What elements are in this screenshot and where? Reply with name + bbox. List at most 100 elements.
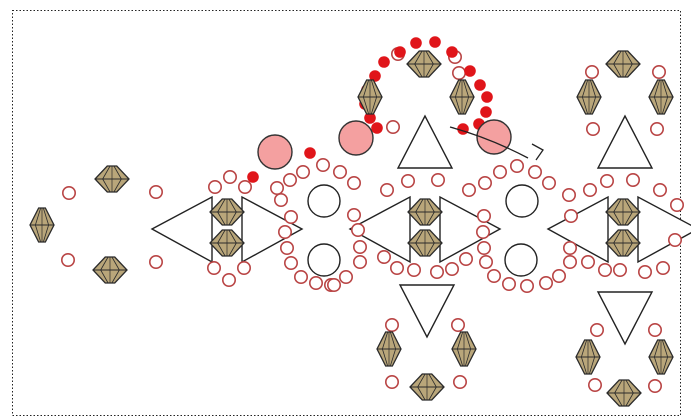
bicone-facet — [389, 331, 396, 350]
bicone-facet — [217, 229, 226, 244]
crystal-bicone — [451, 331, 477, 367]
seed-bead — [273, 193, 288, 208]
crystal-bicone — [407, 229, 443, 257]
crystal-bicone — [209, 229, 245, 257]
seed-bead — [476, 241, 491, 256]
thread-arrow-path — [449, 126, 529, 159]
crystal-bicone — [576, 79, 602, 115]
bicone-facet — [426, 198, 435, 213]
triangle-bead — [596, 114, 654, 169]
seed-bead — [295, 165, 310, 180]
bicone-facet — [661, 96, 668, 115]
highlighted-seed-bead — [371, 122, 383, 134]
bicone-facet — [625, 392, 634, 407]
bicone-facet — [661, 79, 668, 98]
triangle-bead — [439, 195, 502, 264]
seed-bead — [649, 122, 664, 137]
bicone-facet — [654, 96, 661, 115]
bicone-facet — [425, 63, 434, 78]
seed-bead — [222, 272, 237, 287]
bicone-facet — [624, 50, 633, 65]
bicone-facet — [100, 269, 109, 284]
seed-bead — [458, 252, 473, 267]
seed-bead — [652, 183, 667, 198]
bicone-facet — [42, 207, 49, 226]
highlighted-seed-bead — [481, 91, 493, 103]
bicone-facet — [613, 242, 622, 257]
bicone-facet — [370, 96, 377, 115]
crystal-bicone — [357, 79, 383, 115]
crystal-bicone — [606, 379, 642, 407]
highlighted-seed-bead — [364, 112, 376, 124]
bicone-facet — [382, 348, 389, 367]
highlighted-seed-bead — [304, 147, 316, 159]
seed-bead — [208, 180, 223, 195]
bicone-facet — [100, 256, 109, 271]
seed-bead — [647, 378, 662, 393]
crystal-bicone — [92, 256, 128, 284]
seed-bead — [279, 241, 294, 256]
crystal-bicone — [449, 79, 475, 115]
seed-bead — [149, 255, 164, 270]
seed-bead — [597, 262, 612, 277]
triangle-bead — [596, 291, 654, 346]
bicone-facet — [35, 224, 42, 243]
bicone-facet — [624, 211, 633, 226]
seed-bead — [384, 317, 399, 332]
seed-bead — [376, 250, 391, 265]
crystal-bicone — [407, 198, 443, 226]
bicone-facet — [613, 211, 622, 226]
seed-bead — [283, 255, 298, 270]
triangle-bead — [150, 195, 213, 264]
highlighted-seed-bead — [464, 65, 476, 77]
crystal-bicone — [376, 331, 402, 367]
bicone-facet — [661, 339, 668, 358]
round-white-bead — [307, 184, 341, 218]
seed-bead — [538, 275, 553, 290]
highlighted-seed-bead — [378, 56, 390, 68]
round-white-bead — [307, 243, 341, 277]
bicone-facet — [113, 165, 122, 180]
round-white-bead — [505, 184, 539, 218]
bicone-facet — [414, 50, 423, 65]
bicone-facet — [389, 348, 396, 367]
seed-bead — [451, 66, 466, 81]
bicone-facet — [217, 198, 226, 213]
seed-bead — [667, 233, 682, 248]
bicone-facet — [588, 339, 595, 358]
bicone-facet — [228, 229, 237, 244]
highlighted-seed-bead — [247, 171, 259, 183]
seed-bead — [589, 322, 604, 337]
seed-bead — [61, 186, 76, 201]
pearl — [257, 134, 293, 170]
bicone-facet — [613, 198, 622, 213]
seed-bead — [282, 173, 297, 188]
bicone-facet — [426, 211, 435, 226]
bicone-facet — [382, 331, 389, 350]
bicone-facet — [654, 339, 661, 358]
seed-bead — [346, 208, 361, 223]
seed-bead — [315, 158, 330, 173]
bicone-facet — [625, 379, 634, 394]
crystal-bicone — [575, 339, 601, 375]
crystal-bicone — [605, 50, 641, 78]
bicone-facet — [428, 386, 437, 401]
bicone-facet — [624, 242, 633, 257]
seed-bead — [582, 183, 597, 198]
seed-bead — [477, 176, 492, 191]
seed-bead — [509, 159, 524, 174]
seed-bead — [326, 277, 341, 292]
bicone-facet — [589, 96, 596, 115]
crystal-bicone — [605, 229, 641, 257]
triangle-bead — [398, 284, 456, 339]
bicone-facet — [426, 242, 435, 257]
bicone-facet — [588, 356, 595, 375]
seed-bead — [599, 174, 614, 189]
crystal-bicone — [648, 339, 674, 375]
bicone-facet — [417, 373, 426, 388]
seed-bead — [562, 255, 577, 270]
seed-bead — [655, 260, 670, 275]
bicone-facet — [35, 207, 42, 226]
bicone-facet — [457, 331, 464, 350]
